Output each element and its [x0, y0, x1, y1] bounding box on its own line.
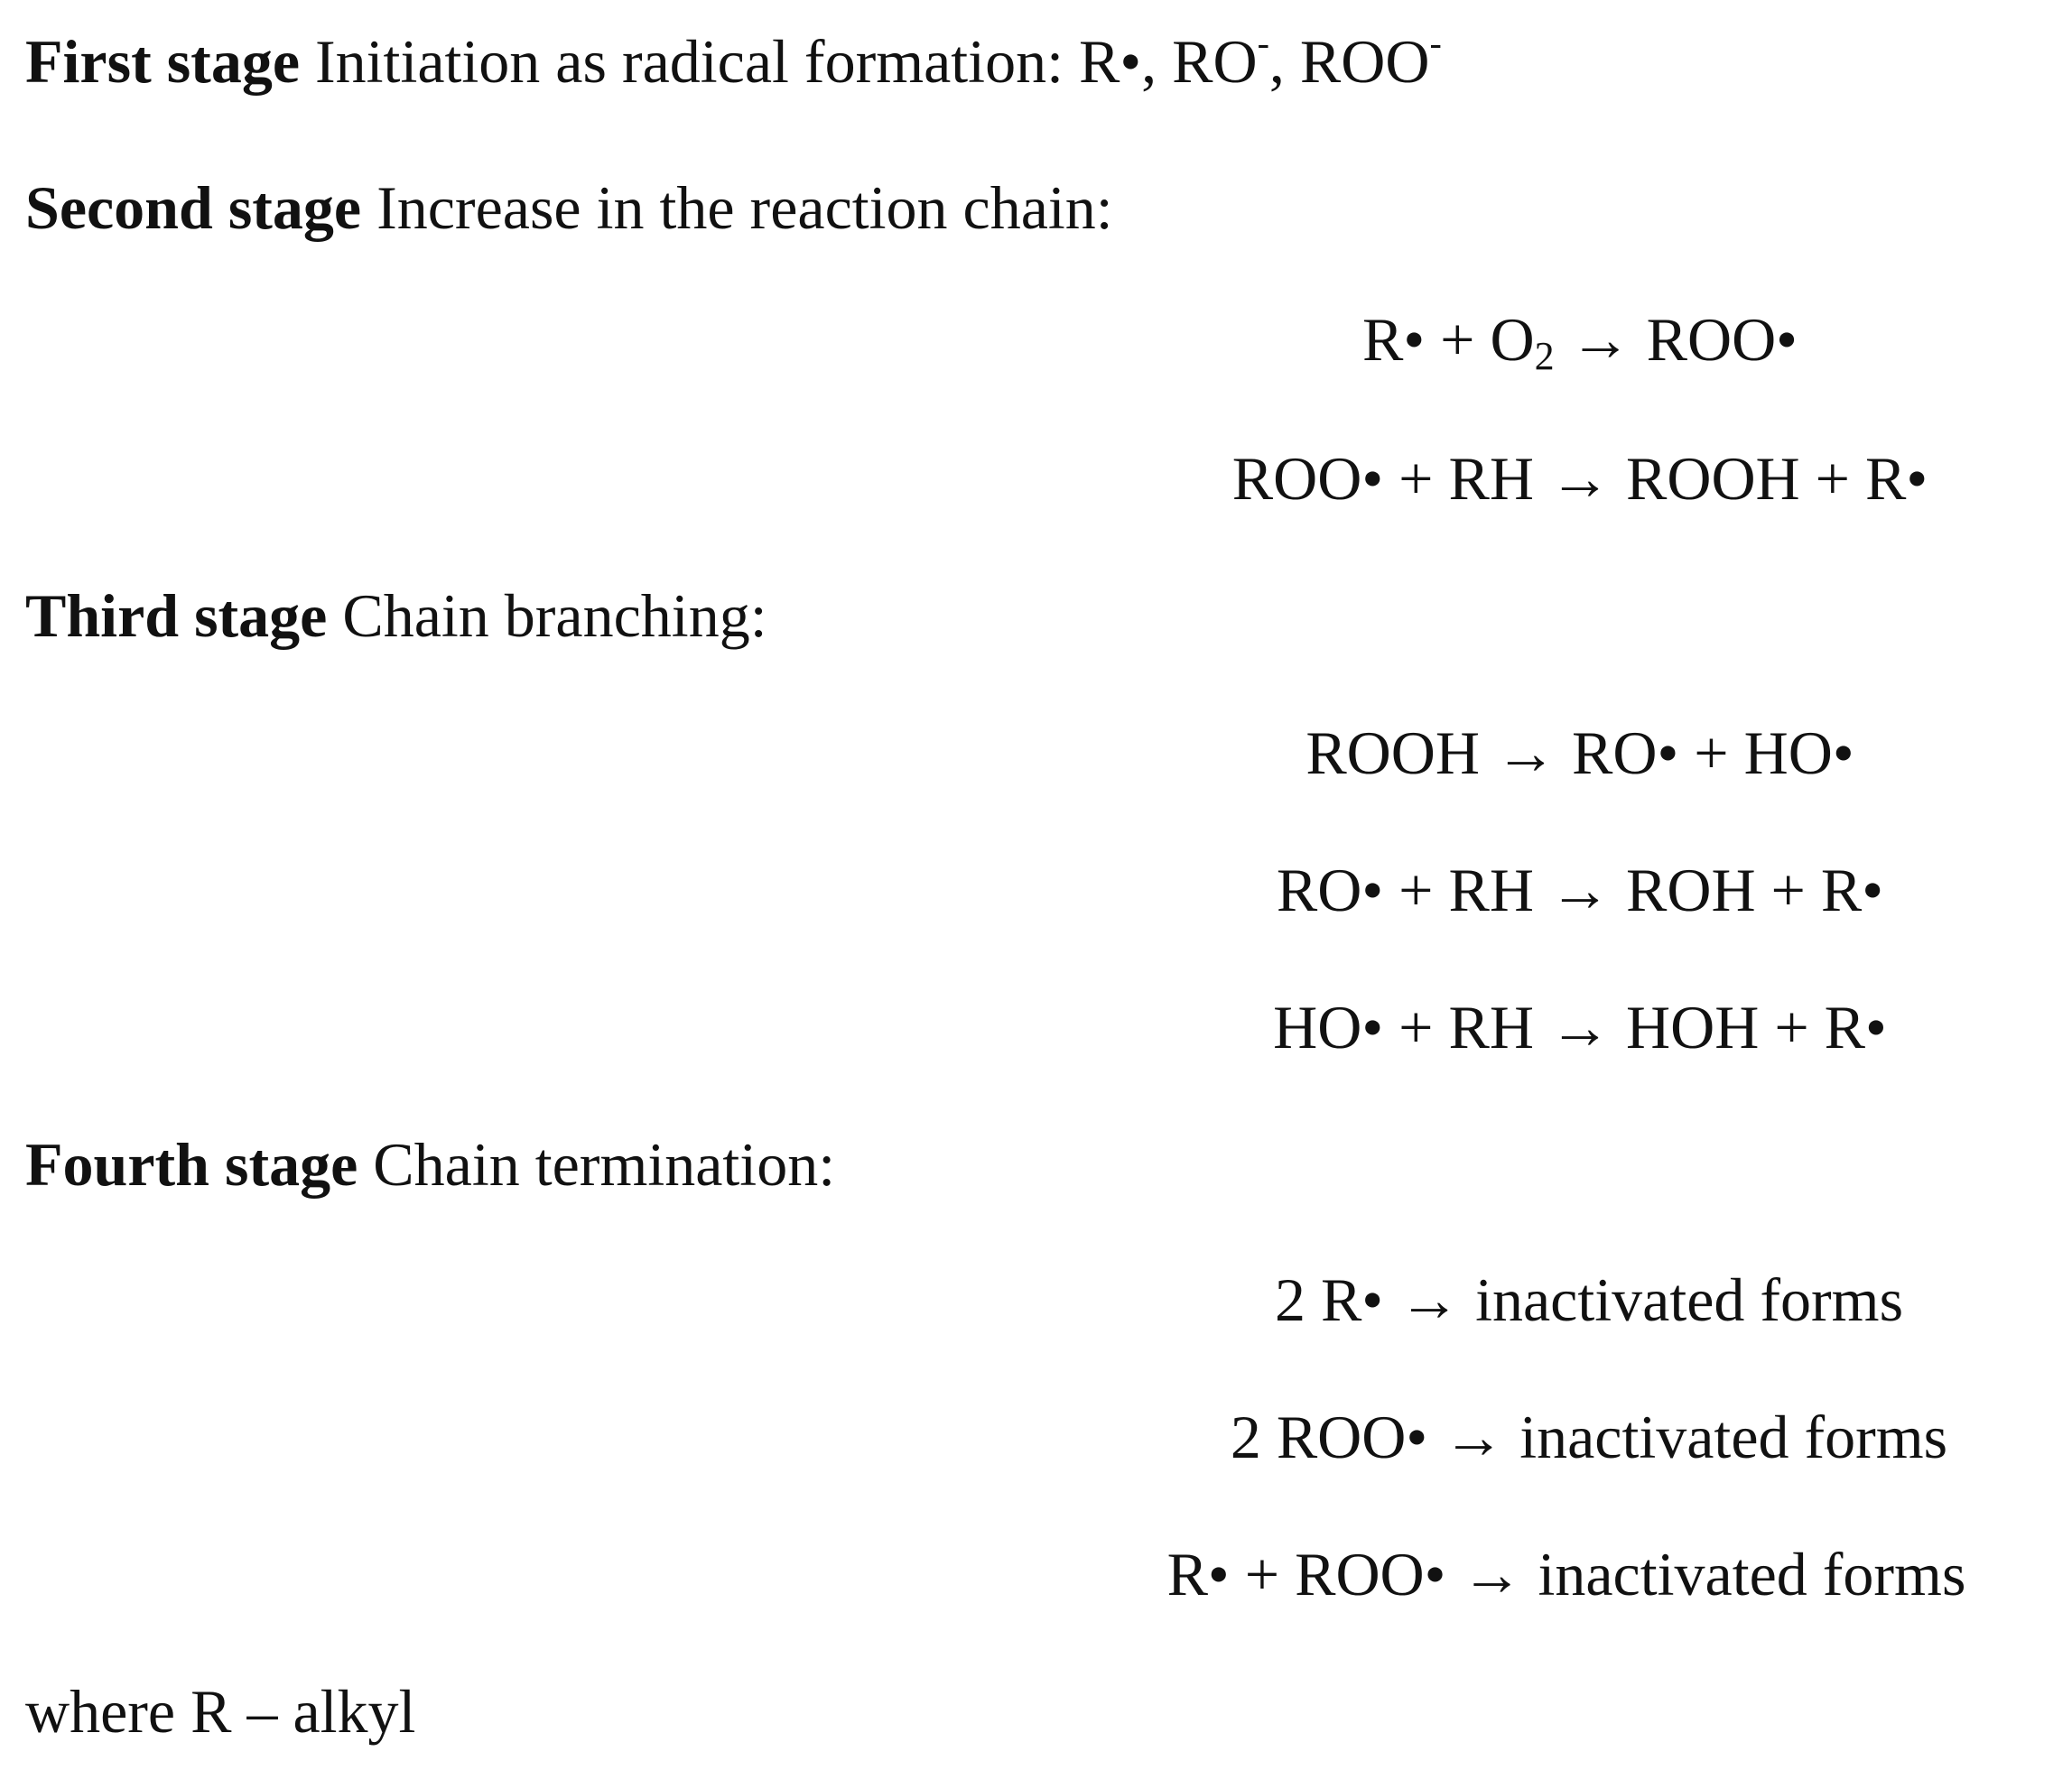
third-stage-text: Chain branching: — [342, 581, 767, 650]
second-stage-line: Second stage Increase in the reaction ch… — [25, 171, 1113, 244]
fourth-stage-line: Fourth stage Chain termination: — [25, 1128, 835, 1200]
first-stage-sup-1: - — [1257, 23, 1269, 63]
second-stage-text: Increase in the reaction chain: — [376, 173, 1113, 242]
third-stage-line: Third stage Chain branching: — [25, 579, 767, 652]
first-stage-line: First stage Initiation as radical format… — [25, 23, 1442, 97]
equation-roo-plus-rh: ROO• + RH → ROOH + R• — [1231, 444, 1928, 513]
footnote-where-r-alkyl: where R – alkyl — [25, 1677, 416, 1746]
second-stage-label: Second stage — [25, 173, 362, 242]
first-stage-sup-2: - — [1429, 23, 1442, 63]
equation-r-plus-o2: R• + O2 → ROO• — [1361, 305, 1798, 378]
equation-ho-plus-rh: HO• + RH → HOH + R• — [1273, 993, 1887, 1061]
equation-r-plus-roo-termination: R• + ROO• → inactivated forms — [1166, 1540, 1966, 1608]
equation-2r-termination: 2 R• → inactivated forms — [1274, 1265, 1904, 1334]
subscript-2: 2 — [1534, 334, 1555, 378]
fourth-stage-label: Fourth stage — [25, 1130, 358, 1199]
fourth-stage-text: Chain termination: — [373, 1130, 836, 1199]
equation-2roo-termination: 2 ROO• → inactivated forms — [1230, 1403, 1948, 1471]
first-stage-label: First stage — [25, 27, 301, 96]
equation-ro-plus-rh: RO• + RH → ROH + R• — [1276, 856, 1884, 924]
third-stage-label: Third stage — [25, 581, 328, 650]
equation-rooh-decomposition: ROOH → RO• + HO• — [1305, 718, 1854, 787]
first-stage-text: Initiation as radical formation: R•, RO — [315, 27, 1258, 96]
first-stage-text-mid: , ROO — [1268, 27, 1430, 96]
